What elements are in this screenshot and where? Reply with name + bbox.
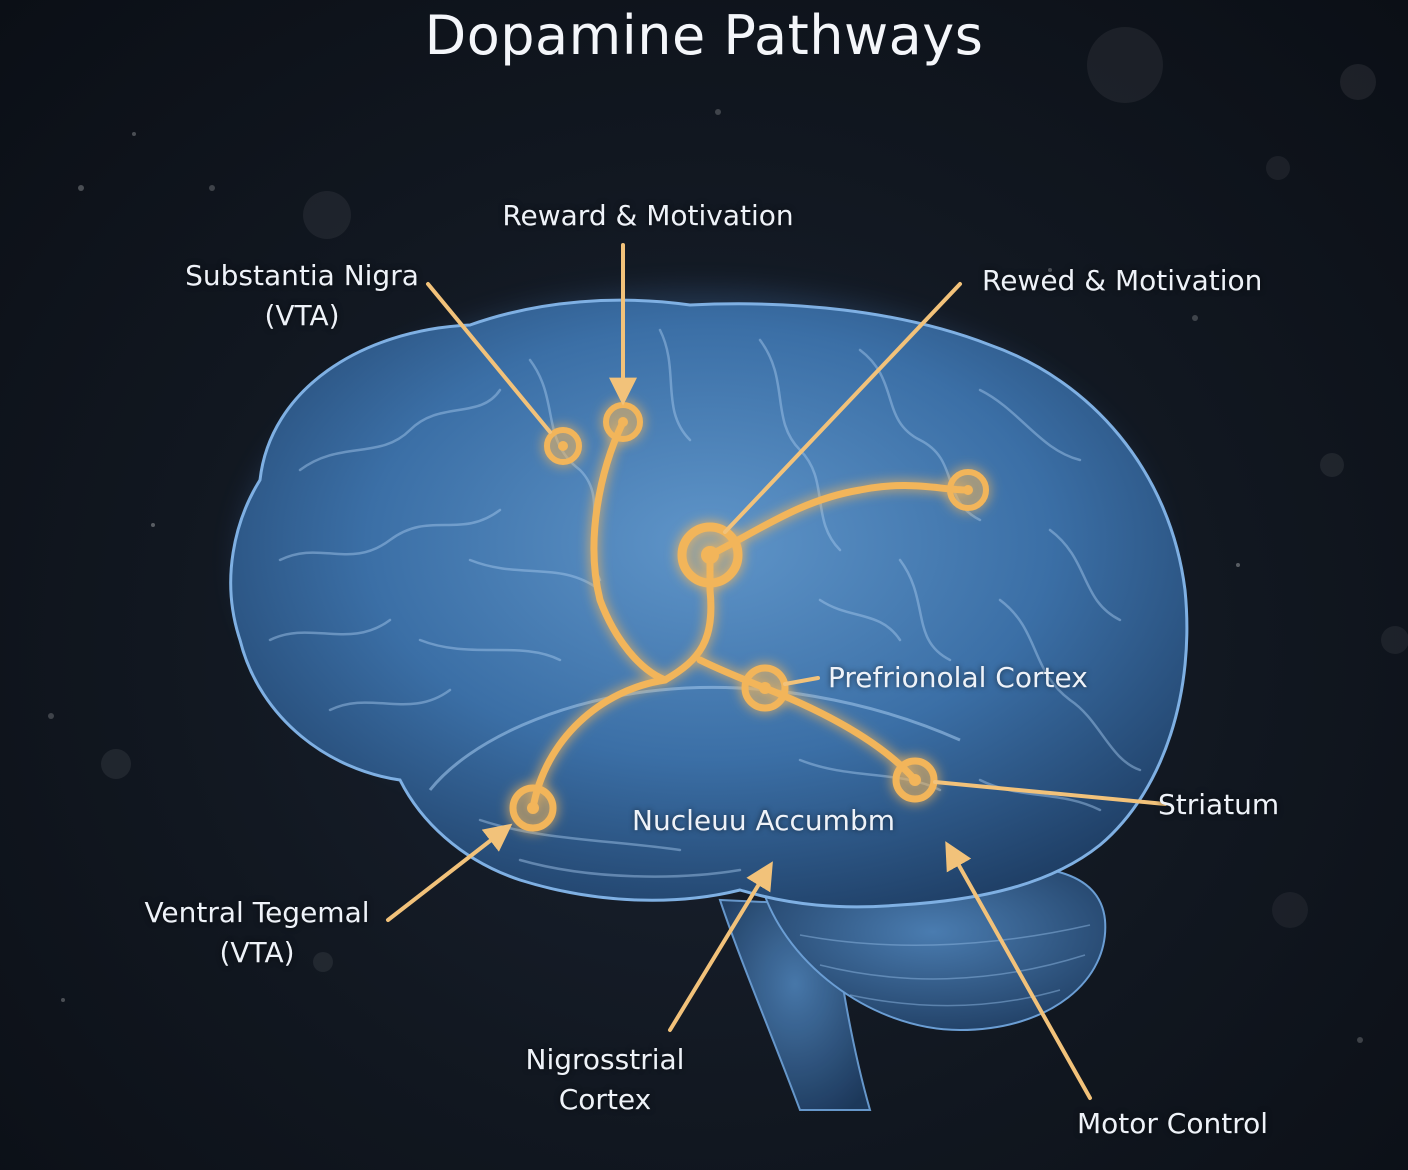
- label-nucleus-accumbens: Nucleuu Accumbm: [632, 804, 896, 837]
- node-frontal: [947, 469, 989, 511]
- page-title: Dopamine Pathways: [424, 4, 984, 67]
- callout-motor-control: [945, 841, 1092, 1100]
- label-striatum: Striatum: [1158, 788, 1280, 821]
- label-reward-motivation: Reward & Motivation: [502, 199, 794, 232]
- pathway-vta-branch: [529, 676, 669, 812]
- node-striatum: [892, 757, 938, 803]
- node-reward-motivation: [603, 402, 643, 442]
- label-ventral-tegmental: Ventral Tegemal (VTA): [144, 896, 370, 969]
- node-substantia-nigra: [544, 427, 582, 465]
- node-prefrontal-cortex: [741, 664, 789, 712]
- bokeh-particles: [48, 27, 1408, 1043]
- callout-ventral-tegmental: [386, 823, 513, 922]
- callout-striatum: [933, 780, 1167, 806]
- callout-rewed-motivation: [723, 282, 962, 534]
- pathway-frontal-branch: [706, 482, 972, 559]
- callout-nigrostriatal: [668, 861, 773, 1032]
- pathway-central-branch: [661, 551, 715, 684]
- label-prefrontal-cortex: Prefrionolal Cortex: [828, 661, 1088, 694]
- callout-prefrontal-cortex: [783, 676, 820, 686]
- callout-lines: [386, 243, 1167, 1100]
- callout-substantia-nigra: [426, 282, 552, 434]
- label-nigrostriatal-cortex: Nigrosstrial Cortex: [525, 1043, 685, 1116]
- pathway-nodes: [509, 402, 989, 832]
- label-substantia-nigra: Substantia Nigra (VTA): [185, 259, 419, 332]
- label-motor-control: Motor Control: [1077, 1107, 1269, 1140]
- label-rewed-motivation: Rewed & Motivation: [982, 264, 1263, 297]
- node-central-hub: [677, 522, 743, 588]
- node-ventral-tegmental: [509, 784, 557, 832]
- brain-illustration: [229, 290, 1189, 1111]
- pathway-mesocortical-branch: [590, 418, 669, 684]
